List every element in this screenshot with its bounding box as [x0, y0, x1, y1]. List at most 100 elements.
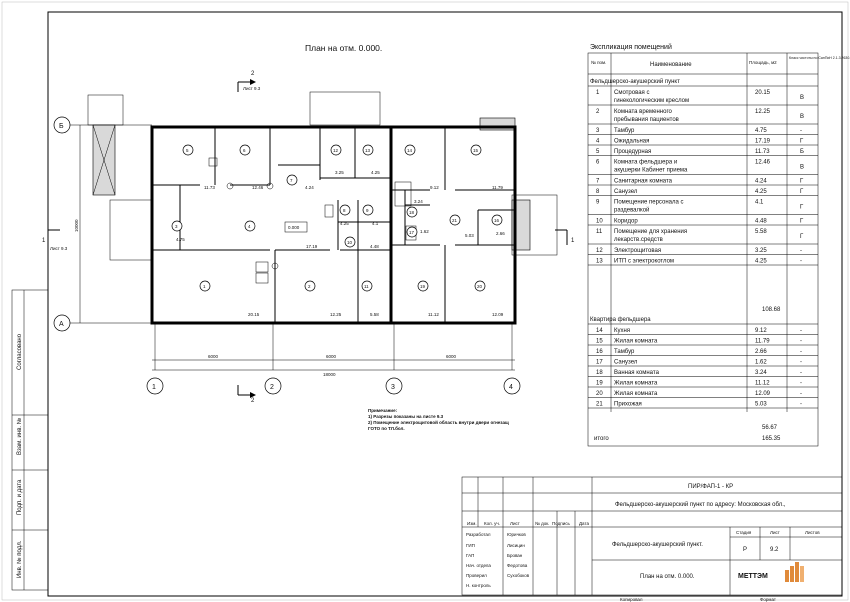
- row-num: 5: [596, 149, 600, 155]
- side-stamp-orig: Инв. № подл.: [16, 540, 23, 578]
- room-12-area: 3.25: [335, 170, 344, 175]
- note-1: 1) Разрезы показаны на листе 9.3: [368, 414, 444, 419]
- stamp-person-2: Лисицин: [507, 543, 525, 548]
- row-num: 14: [596, 328, 603, 334]
- row-num: 17: [596, 360, 603, 366]
- row-num: 18: [596, 370, 603, 376]
- plan-title: План на отм. 0.000.: [305, 43, 382, 53]
- row-class: Г: [800, 234, 804, 240]
- room-20-area: 12.09: [492, 312, 504, 317]
- room-3-area: 4.75: [176, 237, 185, 242]
- note-2: 2) Помещение электрощитовой область внут…: [368, 419, 509, 425]
- row-area: 20.15: [755, 90, 771, 96]
- section-2-title: Квартира фельдшера: [590, 317, 651, 323]
- row-num: 3: [596, 128, 600, 134]
- col-name: Наименование: [650, 62, 692, 68]
- room-8-area: 4.25: [340, 221, 349, 226]
- row-area: 17.19: [755, 139, 771, 145]
- room-16-area: 2.66: [496, 231, 505, 236]
- row-name: Санузел: [614, 189, 638, 195]
- row-area: 9.12: [755, 328, 767, 334]
- porch-left: [109, 199, 153, 261]
- stamp-person-4: Федотова: [507, 563, 528, 568]
- room-19-num: 19: [420, 284, 426, 289]
- room-4-area: 17.19: [306, 244, 318, 249]
- room-5-num: 5: [186, 148, 189, 153]
- explication-table: Экспликация помещений № пом. Наименовани…: [587, 43, 850, 447]
- row-area: 4.75: [755, 128, 767, 134]
- room-17-num: 17: [409, 230, 415, 235]
- row-class: -: [800, 349, 802, 355]
- row-area: 1.62: [755, 360, 767, 366]
- row-num: 6: [596, 160, 600, 166]
- axis-1: 1: [152, 384, 156, 391]
- stamp-col-doc: № док.: [535, 521, 549, 526]
- row-name: Ожидальная: [614, 139, 649, 145]
- room-18-num: 18: [409, 210, 415, 215]
- row-name: Тамбур: [614, 349, 635, 355]
- row-num: 10: [596, 219, 603, 225]
- stamp-code: ПИР/ФАП-1 - КР: [688, 484, 733, 490]
- room-2-area: 12.25: [330, 312, 342, 317]
- room-7-area: 4.24: [305, 185, 314, 190]
- room-21-area: 5.03: [465, 233, 474, 238]
- row-name: Коридор: [614, 219, 638, 225]
- stamp-col-sign: Подпись: [552, 521, 570, 526]
- room-1-num: 1: [203, 284, 206, 289]
- row-num: 15: [596, 339, 603, 345]
- stamp-col-kol: Кол. уч.: [484, 521, 500, 526]
- room-15-num: 15: [473, 148, 479, 153]
- row-num: 21: [596, 402, 603, 408]
- side-stamp-inv: Взам. инв. №: [16, 418, 23, 455]
- row-area: 2.66: [755, 349, 767, 355]
- company-logo: МЕТТЭМ: [738, 562, 804, 582]
- room-9-area: 4.1: [372, 221, 379, 226]
- row-num: 2: [596, 109, 600, 115]
- row-name: Санитарная комната: [614, 179, 673, 185]
- row-class: -: [800, 328, 802, 334]
- toilet-fixture: [324, 204, 334, 218]
- room-18-area: 3.24: [414, 199, 423, 204]
- axis-2: 2: [270, 384, 274, 391]
- title-block: ПИР/ФАП-1 - КР Фельдшерско-акушерский пу…: [461, 476, 843, 602]
- room-19-area: 11.12: [428, 312, 439, 317]
- col-area: Площадь, м2: [749, 60, 777, 65]
- row-area: 4.24: [755, 179, 767, 185]
- dim-total: 18000: [323, 372, 336, 377]
- row-name: Жилая комната: [614, 381, 658, 387]
- row-class: -: [800, 370, 802, 376]
- room-8-num: 8: [343, 208, 346, 213]
- room-13-num: 13: [365, 148, 371, 153]
- row-name: Жилая комната: [614, 391, 658, 397]
- stamp-stage-label: Стадия: [736, 530, 752, 535]
- stamp-object: Фельдшерско-акушерский пункт.: [612, 541, 703, 548]
- row-num: 13: [596, 259, 603, 265]
- row-class: Г: [800, 179, 804, 185]
- room-7-num: 7: [290, 178, 293, 183]
- room-14-num: 14: [407, 148, 413, 153]
- row-area: 12.09: [755, 391, 771, 397]
- stamp-stage: Р: [743, 547, 747, 553]
- stamp-col-date: Дата: [579, 521, 589, 526]
- row-class: Б: [800, 149, 804, 155]
- row-name: Ванная комната: [614, 370, 660, 376]
- room-1-area: 20.15: [248, 312, 260, 317]
- room-20-num: 20: [477, 284, 483, 289]
- row-class: -: [800, 128, 802, 134]
- row-num: 7: [596, 179, 600, 185]
- dim-top-1: 6000: [208, 354, 219, 359]
- room-13-area: 4.25: [371, 170, 380, 175]
- stamp-role-1: Разработал: [466, 532, 491, 537]
- row-class: -: [800, 259, 802, 265]
- sink-fixture: [208, 157, 218, 167]
- row-class: В: [800, 165, 804, 171]
- row-num: 19: [596, 381, 603, 387]
- stamp-person-1: Юричков: [507, 532, 526, 537]
- stamp-sheets-label: Листов: [805, 530, 820, 535]
- col-num: № пом.: [591, 60, 606, 65]
- row-name: Санузел: [614, 360, 638, 366]
- stamp-project: Фельдшерско-акушерский пункт по адресу: …: [615, 501, 786, 508]
